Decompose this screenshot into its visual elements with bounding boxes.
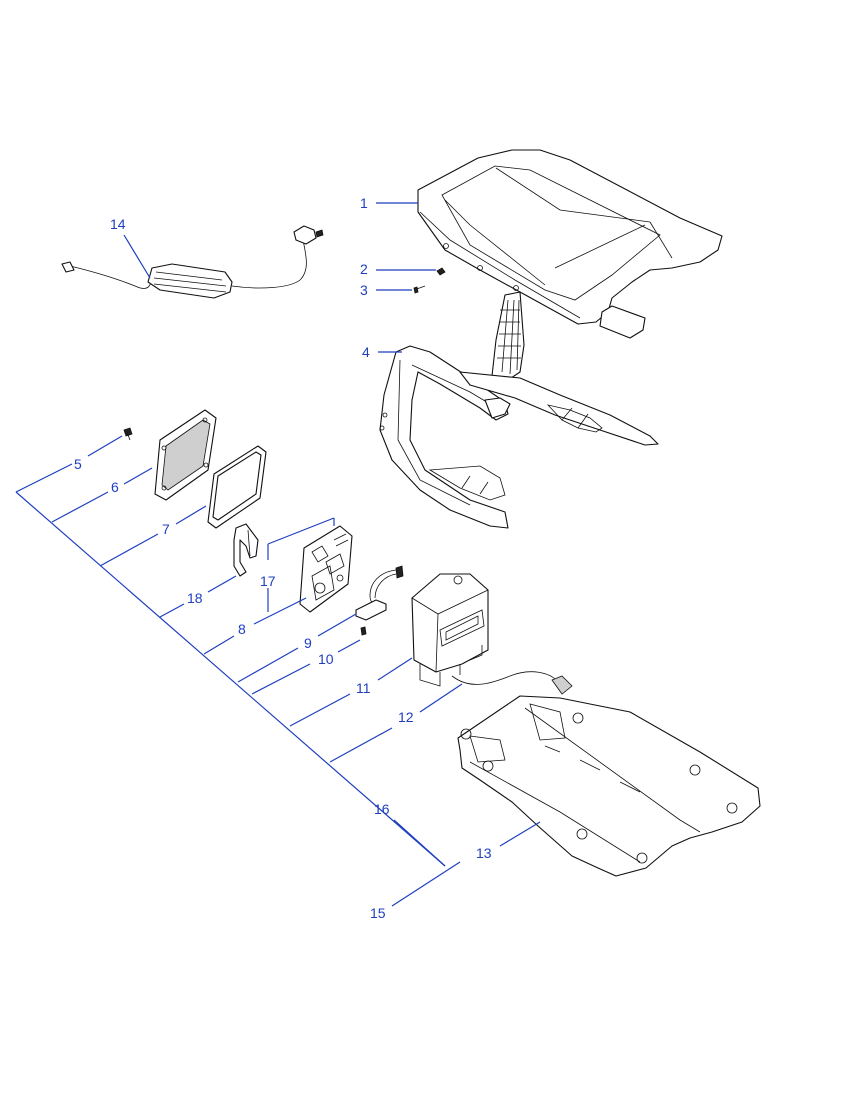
callout-10: 10 [318,651,334,667]
part-6-front-panel [154,409,217,501]
part-5-screw [123,427,133,441]
callout-14: 14 [110,216,126,232]
callout-3: 3 [360,282,368,298]
part-9-cable-connector [355,565,404,621]
part-2-screw [436,267,446,276]
part-18-bracket [233,523,259,577]
callout-labels: 1 2 3 4 14 5 6 7 18 17 8 9 10 11 12 16 1… [74,195,492,921]
part-8-circuit-board [299,525,353,613]
callout-11: 11 [356,680,371,696]
callout-1: 1 [360,195,368,211]
callout-9: 9 [304,635,312,651]
part-3-pin [413,285,426,294]
part-1-roof-canopy [417,149,723,381]
callout-2: 2 [360,261,368,277]
callout-17: 17 [260,573,276,589]
part-10-pin [360,626,367,636]
callout-13: 13 [476,845,492,861]
callout-5: 5 [74,456,82,472]
callout-16: 16 [374,801,390,817]
part-4-frame-stand [379,345,659,529]
part-13-ground-plate [457,695,761,877]
callout-8: 8 [238,621,246,637]
part-14-power-supply [61,225,324,299]
callout-15: 15 [370,905,386,921]
callout-7: 7 [162,521,170,537]
leader-lines [15,202,541,907]
callout-12: 12 [398,709,414,725]
callout-18: 18 [187,590,203,606]
callout-4: 4 [362,344,370,360]
part-7-gasket [207,445,267,529]
callout-6: 6 [111,479,119,495]
part-11-housing-box [411,573,573,695]
